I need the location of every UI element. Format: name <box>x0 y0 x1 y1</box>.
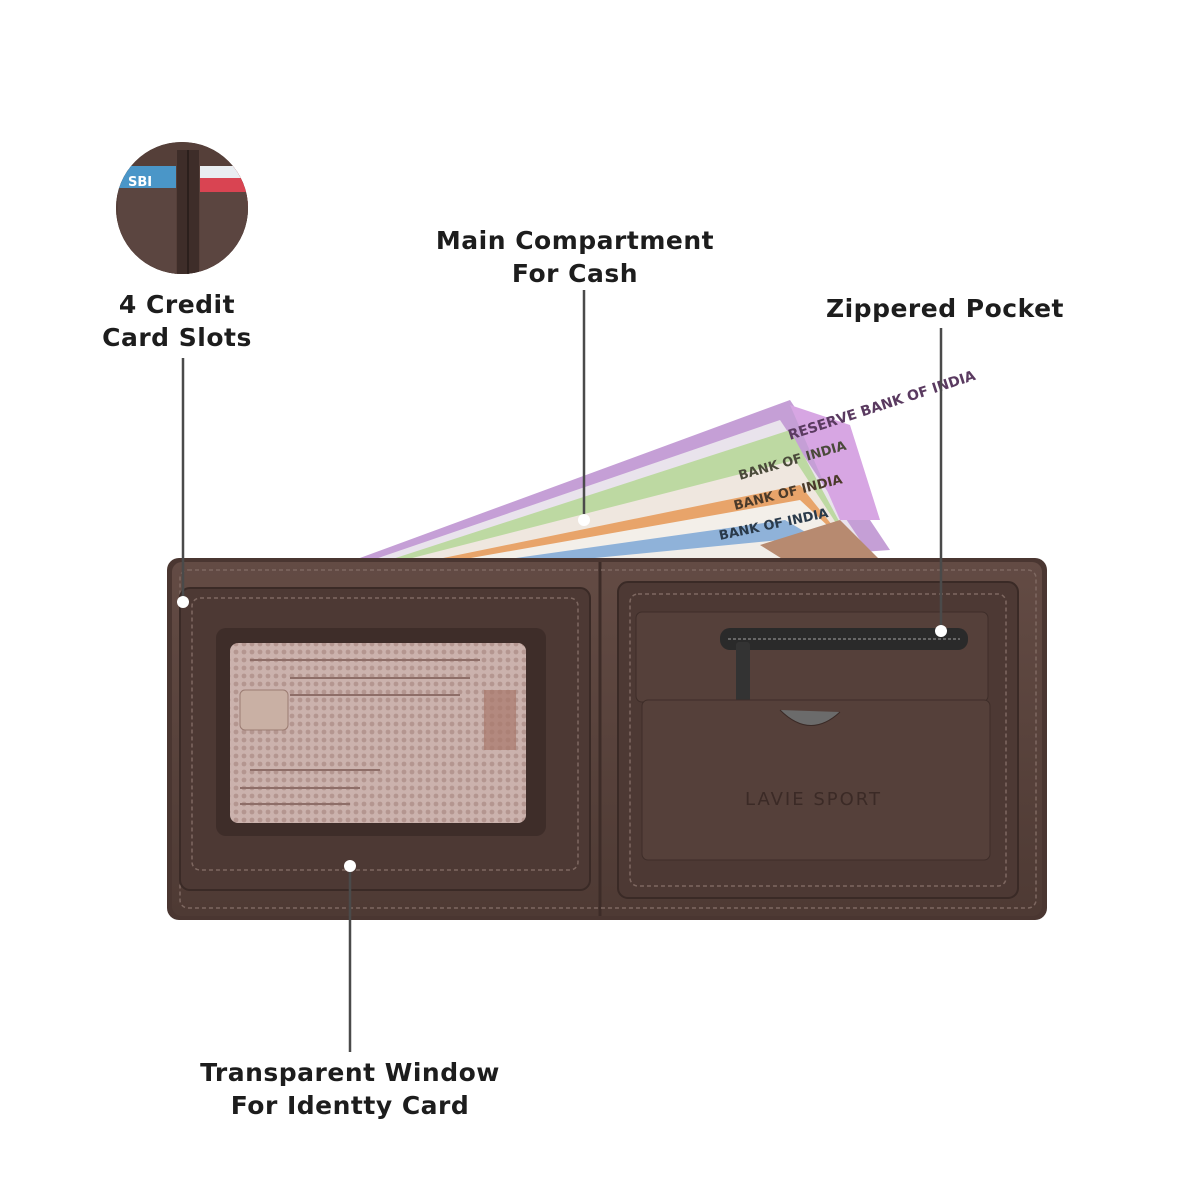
svg-text:RESERVE BANK OF INDIA: RESERVE BANK OF INDIA <box>786 368 977 444</box>
wallet: LAVIE SPORT <box>167 558 1047 920</box>
callout-dots <box>177 514 947 872</box>
transparent-window-label: Transparent Window For Identty Card <box>190 1056 510 1122</box>
brand-emboss: LAVIE SPORT <box>745 789 882 810</box>
id-card-panel <box>179 587 591 891</box>
credit-card-slots-line2: Card Slots <box>102 323 252 352</box>
callout-lines <box>181 290 943 1052</box>
credit-card-slots-label: 4 Credit Card Slots <box>92 288 262 354</box>
main-compartment-line2: For Cash <box>511 259 639 288</box>
main-compartment-label: Main Compartment For Cash <box>430 224 720 290</box>
zipper-pull <box>736 642 750 702</box>
zippered-pocket-line1: Zippered Pocket <box>825 294 1064 323</box>
credit-card-slots-line1: 4 Credit <box>118 290 236 319</box>
main-compartment-line1: Main Compartment <box>435 226 715 255</box>
transparent-window <box>230 643 526 823</box>
zippered-pocket-label: Zippered Pocket <box>820 292 1070 325</box>
transparent-window-line1: Transparent Window <box>200 1058 500 1087</box>
card-slots-thumbnail: SBI <box>116 142 248 274</box>
zipper-pocket-panel: LAVIE SPORT <box>617 581 1019 899</box>
svg-text:SBI: SBI <box>128 175 152 190</box>
transparent-window-line2: For Identty Card <box>230 1091 470 1120</box>
